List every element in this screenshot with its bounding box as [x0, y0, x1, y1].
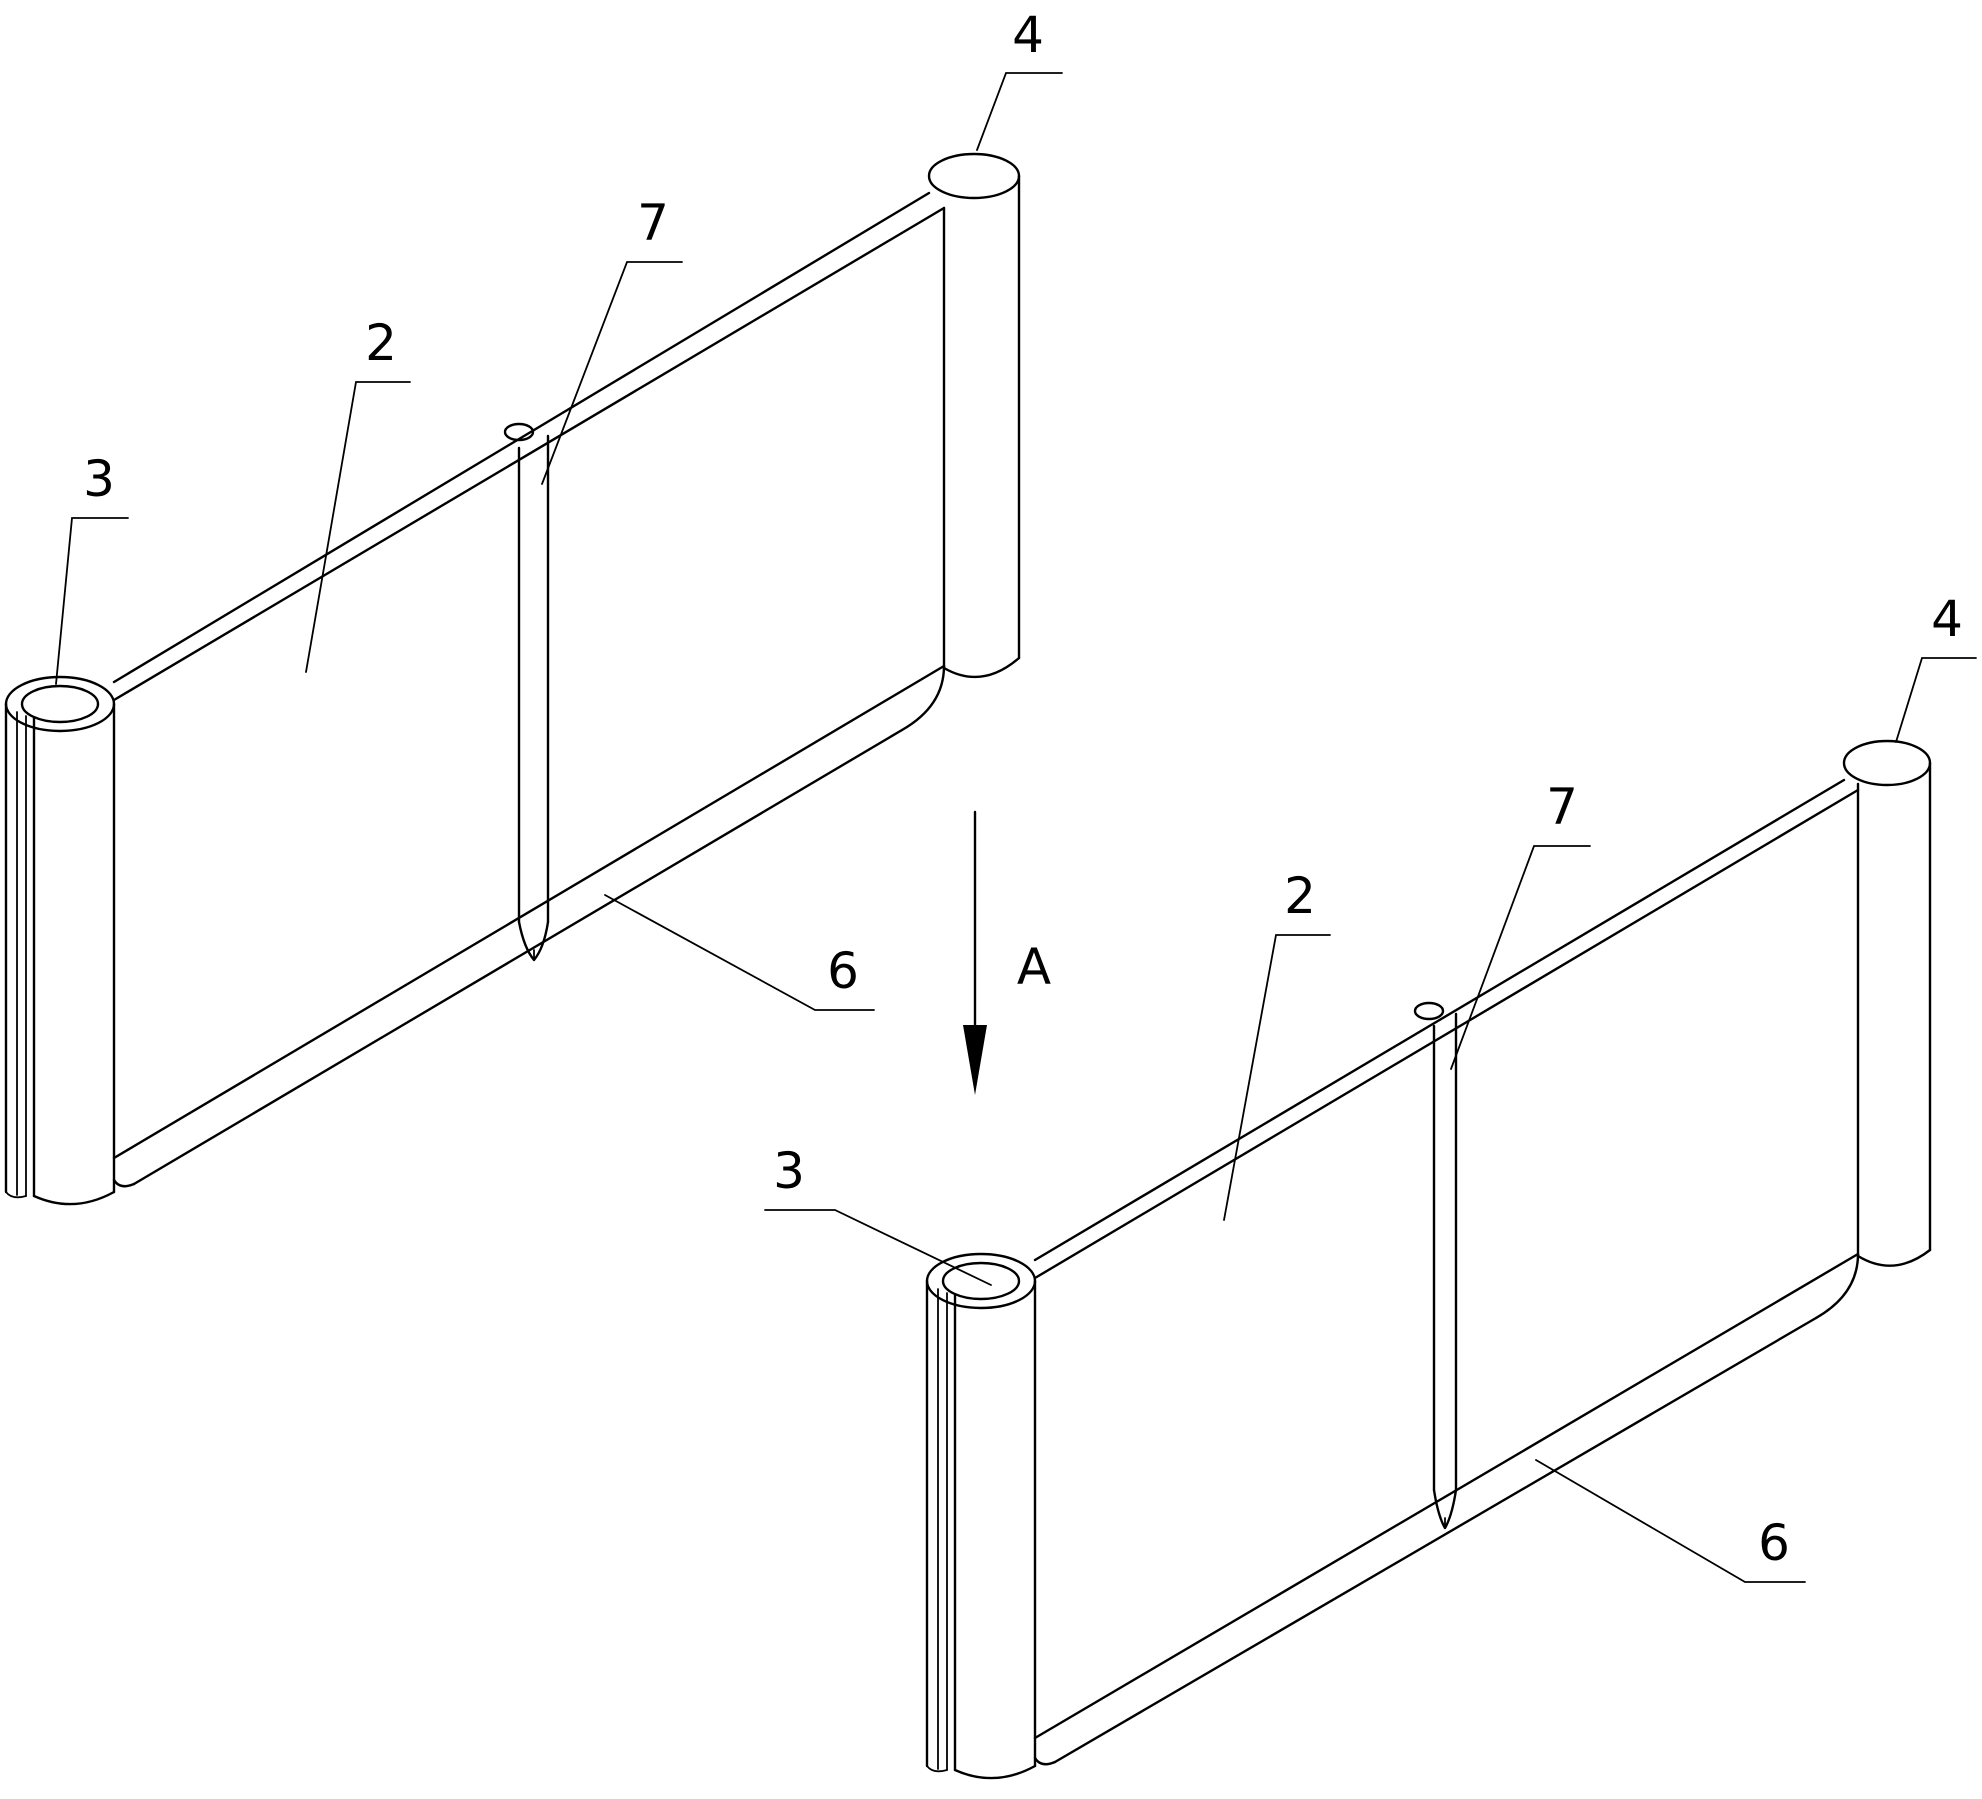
assembly-direction-arrow — [963, 812, 987, 1095]
bottom-right-tube — [1844, 741, 1930, 1266]
part-labels: 4 7 2 3 6 A 4 7 2 3 6 — [83, 6, 1963, 1572]
top-left-tube — [6, 677, 114, 1204]
label-bottom-part-2: 2 — [1284, 867, 1316, 925]
label-top-part-7: 7 — [637, 194, 669, 252]
leader-lines — [56, 73, 1976, 1582]
arrow-head-icon — [963, 1025, 987, 1095]
bottom-left-tube — [927, 1254, 1035, 1778]
bottom-divider-rod — [1415, 1003, 1456, 1528]
top-right-tube — [929, 154, 1019, 677]
bottom-base-rail — [1035, 1254, 1858, 1764]
label-top-part-3: 3 — [83, 450, 115, 508]
label-bottom-part-3: 3 — [773, 1142, 805, 1200]
label-top-part-4: 4 — [1012, 6, 1044, 64]
label-bottom-part-4: 4 — [1931, 590, 1963, 648]
top-base-rail — [114, 666, 944, 1186]
label-top-part-2: 2 — [365, 314, 397, 372]
label-arrow-a: A — [1017, 938, 1051, 996]
label-bottom-part-7: 7 — [1546, 778, 1578, 836]
label-bottom-part-6: 6 — [1758, 1514, 1790, 1572]
top-panel — [6, 154, 1019, 1204]
bottom-panel — [927, 741, 1930, 1778]
top-divider-rod — [505, 424, 548, 960]
label-top-part-6: 6 — [827, 942, 859, 1000]
